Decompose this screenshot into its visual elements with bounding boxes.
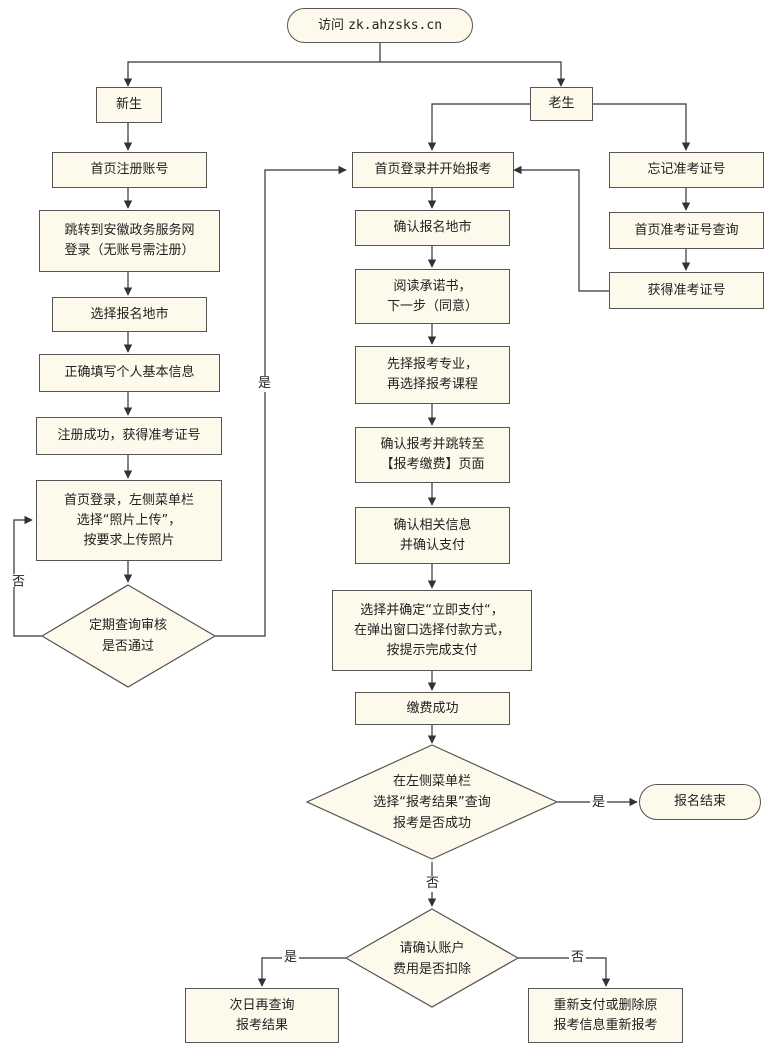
- forgot-step-query: 首页准考证号查询: [609, 212, 764, 249]
- new-step-upload-photo: 首页登录，左侧菜单栏 选择“照片上传”， 按要求上传照片: [36, 480, 222, 561]
- connector-refund-no: [518, 957, 611, 987]
- connector-start-old: [380, 61, 566, 87]
- decision-review-text: 定期查询审核 是否通过: [88, 618, 167, 654]
- label-result-yes: 是: [590, 795, 608, 811]
- new-step-register-success: 注册成功，获得准考证号: [36, 417, 222, 455]
- connector-old-split-right: [593, 103, 691, 151]
- connector-old-split-left: [427, 103, 530, 151]
- connector-new-yes: [215, 165, 347, 637]
- decision-result-text: 在左侧菜单栏 选择“报考结果”查询 报考是否成功: [373, 773, 491, 831]
- refund-no-result: 重新支付或删除原 报考信息重新报考: [528, 988, 683, 1043]
- label-new-no: 否: [6, 574, 26, 587]
- old-step-confirm-jump: 确认报考并跳转至 【报考缴费】页面: [355, 427, 510, 483]
- new-step-register-account: 首页注册账号: [52, 152, 207, 188]
- forgot-step-obtain: 获得准考证号: [609, 272, 764, 309]
- new-student-box: 新生: [96, 87, 162, 123]
- old-student-box: 老生: [530, 87, 593, 121]
- decision-result-shape: [305, 744, 559, 860]
- start-node: 访问 zk.ahzsks.cn: [287, 8, 473, 43]
- old-step-read-promise: 阅读承诺书， 下一步（同意）: [355, 269, 510, 324]
- old-step-login-start: 首页登录并开始报考: [352, 152, 514, 188]
- decision-refund-text: 请确认账户 费用是否扣除: [392, 941, 471, 977]
- decision-review-shape: [40, 584, 217, 688]
- start-url: zk.ahzsks.cn: [348, 17, 443, 33]
- end-node: 报名结束: [639, 784, 761, 820]
- refund-yes-result: 次日再查询 报考结果: [185, 988, 339, 1043]
- old-step-pay-success: 缴费成功: [355, 692, 510, 725]
- new-step-jump-gov: 跳转到安徽政务服务网 登录（无账号需注册）: [39, 210, 220, 272]
- connector-start-split: [123, 43, 381, 87]
- new-step-fill-info: 正确填写个人基本信息: [39, 354, 220, 392]
- forgot-step-forget: 忘记准考证号: [609, 152, 764, 188]
- old-step-pay-now: 选择并确定“立即支付“， 在弹出窗口选择付款方式， 按提示完成支付: [332, 590, 532, 671]
- label-result-no: 否: [424, 876, 442, 892]
- label-refund-yes: 是: [282, 950, 300, 966]
- old-step-confirm-city: 确认报名地市: [355, 210, 510, 246]
- new-step-choose-city: 选择报名地市: [52, 297, 207, 332]
- old-step-choose-major: 先择报考专业， 再选择报考课程: [355, 346, 510, 404]
- label-new-yes: 是: [256, 376, 274, 392]
- connector-forgot-back: [513, 165, 609, 292]
- start-prefix: 访问: [317, 17, 344, 33]
- label-refund-no: 否: [569, 950, 587, 966]
- old-step-confirm-pay: 确认相关信息 并确认支付: [355, 507, 510, 564]
- connector-refund-yes: [257, 957, 346, 987]
- decision-refund-shape: [344, 908, 520, 1008]
